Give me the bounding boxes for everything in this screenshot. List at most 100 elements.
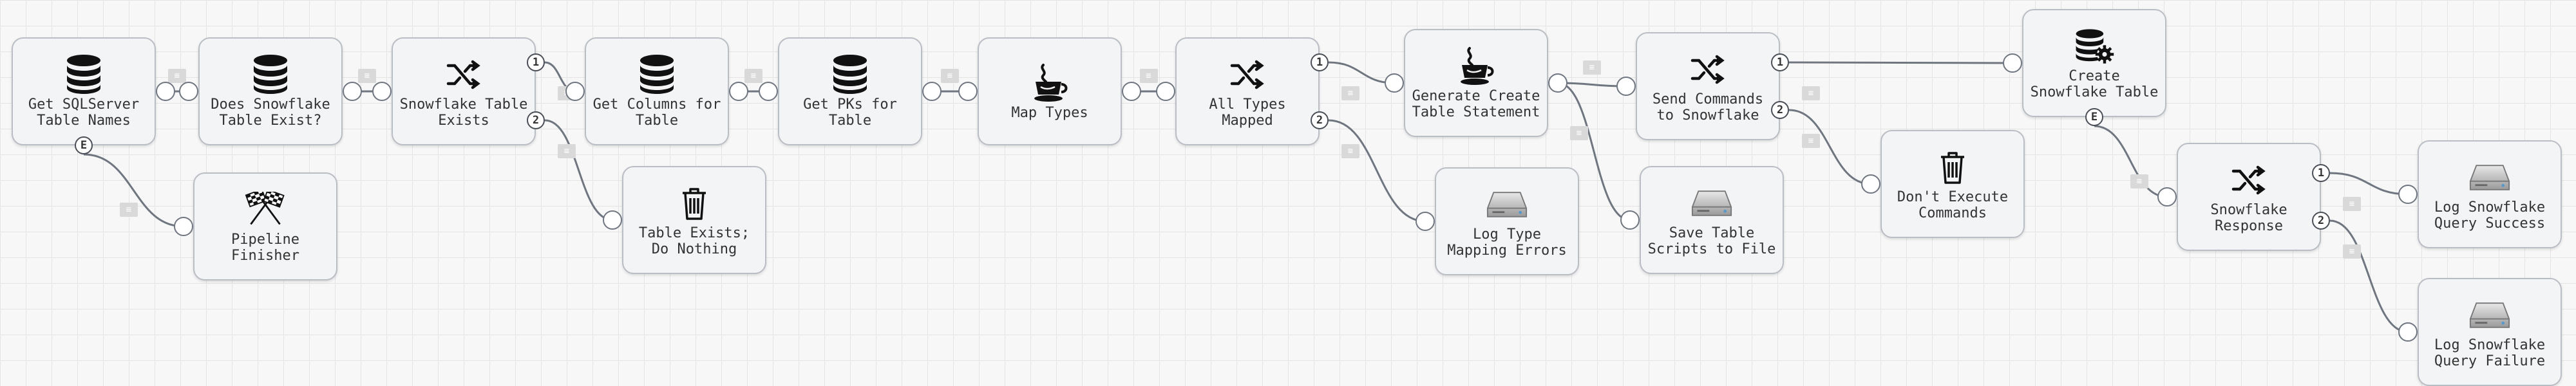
branch-port-2[interactable]: 2: [1311, 111, 1329, 129]
input-port[interactable]: [179, 82, 198, 101]
branch-port-2[interactable]: 2: [527, 111, 545, 129]
input-port[interactable]: [603, 210, 622, 230]
edge-tag: ≡: [2343, 244, 2361, 259]
checkered-flags-icon: [245, 189, 286, 230]
input-port[interactable]: [1385, 73, 1404, 93]
pipeline-node[interactable]: Save Table Scripts to File: [1640, 166, 1784, 274]
input-port[interactable]: [958, 82, 978, 101]
edge-tag: ≡: [120, 203, 138, 217]
database-icon: [63, 54, 104, 95]
edge-tag: ≡: [358, 69, 376, 83]
edge-tag: ≡: [1802, 134, 1820, 148]
blender-icon: [1029, 62, 1070, 104]
node-label: Log Snowflake Query Success: [2434, 199, 2546, 232]
node-label: Log Type Mapping Errors: [1447, 226, 1567, 259]
node-label: Save Table Scripts to File: [1647, 225, 1776, 257]
edge-tag: ≡: [1341, 86, 1359, 100]
input-port[interactable]: [372, 82, 392, 101]
pipeline-node[interactable]: Log Snowflake Query Failure: [2418, 278, 2562, 386]
node-label: Snowflake Response: [2210, 202, 2287, 234]
pipeline-node[interactable]: Pipeline Finisher: [193, 172, 337, 280]
edge-tag: ≡: [168, 69, 186, 83]
node-label: Does Snowflake Table Exist?: [211, 96, 330, 129]
edge-tag: ≡: [1802, 86, 1820, 100]
shuffle-icon: [1227, 54, 1268, 95]
trash-icon: [1932, 147, 1973, 188]
database-icon: [636, 54, 677, 95]
edge-tag: ≡: [1570, 126, 1588, 140]
pipeline-node[interactable]: Snowflake Table Exists: [392, 37, 536, 145]
disk-icon: [1691, 183, 1732, 224]
pipeline-node[interactable]: Does Snowflake Table Exist?: [198, 37, 343, 145]
edge-tag: ≡: [1583, 60, 1601, 75]
pipeline-node[interactable]: Log Snowflake Query Success: [2418, 140, 2562, 248]
output-port[interactable]: [1548, 73, 1567, 93]
shuffle-icon: [443, 54, 484, 95]
edge-tag: ≡: [2130, 174, 2148, 188]
pipeline-node[interactable]: Create Snowflake Table: [2022, 9, 2166, 117]
input-port[interactable]: [1620, 210, 1640, 230]
pipeline-node[interactable]: Map Types: [978, 37, 1122, 145]
output-port[interactable]: [922, 82, 942, 101]
connection-wire: [1788, 61, 2013, 64]
pipeline-node[interactable]: All Types Mapped: [1175, 37, 1320, 145]
blender-icon: [1455, 46, 1497, 87]
output-port[interactable]: [1122, 82, 1141, 101]
disk-icon: [2469, 157, 2510, 198]
input-port[interactable]: [1861, 174, 1880, 194]
node-label: All Types Mapped: [1209, 96, 1286, 129]
branch-port-2[interactable]: 2: [2312, 212, 2330, 230]
edge-tag: ≡: [2343, 197, 2361, 211]
shuffle-icon: [1687, 49, 1728, 90]
edge-tag: ≡: [744, 69, 762, 83]
edge-tag: ≡: [558, 144, 576, 158]
node-label: Get SQLServer Table Names: [28, 96, 140, 129]
error-port[interactable]: E: [2085, 108, 2103, 126]
input-port[interactable]: [2157, 187, 2177, 207]
pipeline-node[interactable]: Send Commands to Snowflake: [1636, 32, 1780, 140]
input-port[interactable]: [1416, 212, 1435, 231]
pipeline-node[interactable]: Don't Execute Commands: [1880, 130, 2025, 238]
pipeline-node[interactable]: Get SQLServer Table Names: [12, 37, 156, 145]
node-label: Table Exists; Do Nothing: [638, 225, 750, 257]
branch-port-2[interactable]: 2: [1771, 101, 1789, 119]
database-icon: [250, 54, 291, 95]
node-label: Snowflake Table Exists: [399, 96, 528, 129]
pipeline-node[interactable]: Table Exists; Do Nothing: [622, 166, 766, 274]
input-port[interactable]: [1156, 82, 1175, 101]
edge-tag: ≡: [1341, 144, 1359, 158]
output-port[interactable]: [729, 82, 748, 101]
pipeline-node[interactable]: Get PKs for Table: [778, 37, 922, 145]
input-port[interactable]: [759, 82, 778, 101]
pipeline-node[interactable]: Get Columns for Table: [585, 37, 729, 145]
output-port[interactable]: [156, 82, 175, 101]
node-label: Get Columns for Table: [592, 96, 721, 129]
database-icon: [829, 54, 871, 95]
output-port[interactable]: [343, 82, 362, 101]
connection-wire: [1788, 109, 1871, 185]
node-label: Generate Create Table Statement: [1412, 88, 1540, 120]
node-label: Log Snowflake Query Failure: [2434, 337, 2546, 369]
input-port[interactable]: [1616, 77, 1636, 96]
pipeline-node[interactable]: Snowflake Response: [2177, 143, 2321, 251]
input-port[interactable]: [565, 82, 585, 101]
branch-port-1[interactable]: 1: [1771, 53, 1789, 71]
input-port[interactable]: [2003, 53, 2022, 73]
edge-tag: ≡: [941, 69, 959, 83]
database-gear-icon: [2074, 26, 2115, 67]
branch-port-1[interactable]: 1: [527, 53, 545, 71]
pipeline-node[interactable]: Log Type Mapping Errors: [1435, 167, 1579, 275]
input-port[interactable]: [2398, 185, 2418, 204]
shuffle-icon: [2228, 160, 2269, 201]
connection-wire: [2329, 172, 2409, 196]
trash-icon: [674, 183, 715, 224]
error-port[interactable]: E: [75, 136, 93, 154]
pipeline-node[interactable]: Generate Create Table Statement: [1404, 29, 1548, 137]
node-label: Map Types: [1011, 104, 1088, 121]
branch-port-1[interactable]: 1: [2312, 164, 2330, 182]
input-port[interactable]: [2398, 322, 2418, 342]
branch-port-1[interactable]: 1: [1311, 53, 1329, 71]
input-port[interactable]: [174, 217, 193, 236]
node-label: Don't Execute Commands: [1897, 189, 2009, 221]
